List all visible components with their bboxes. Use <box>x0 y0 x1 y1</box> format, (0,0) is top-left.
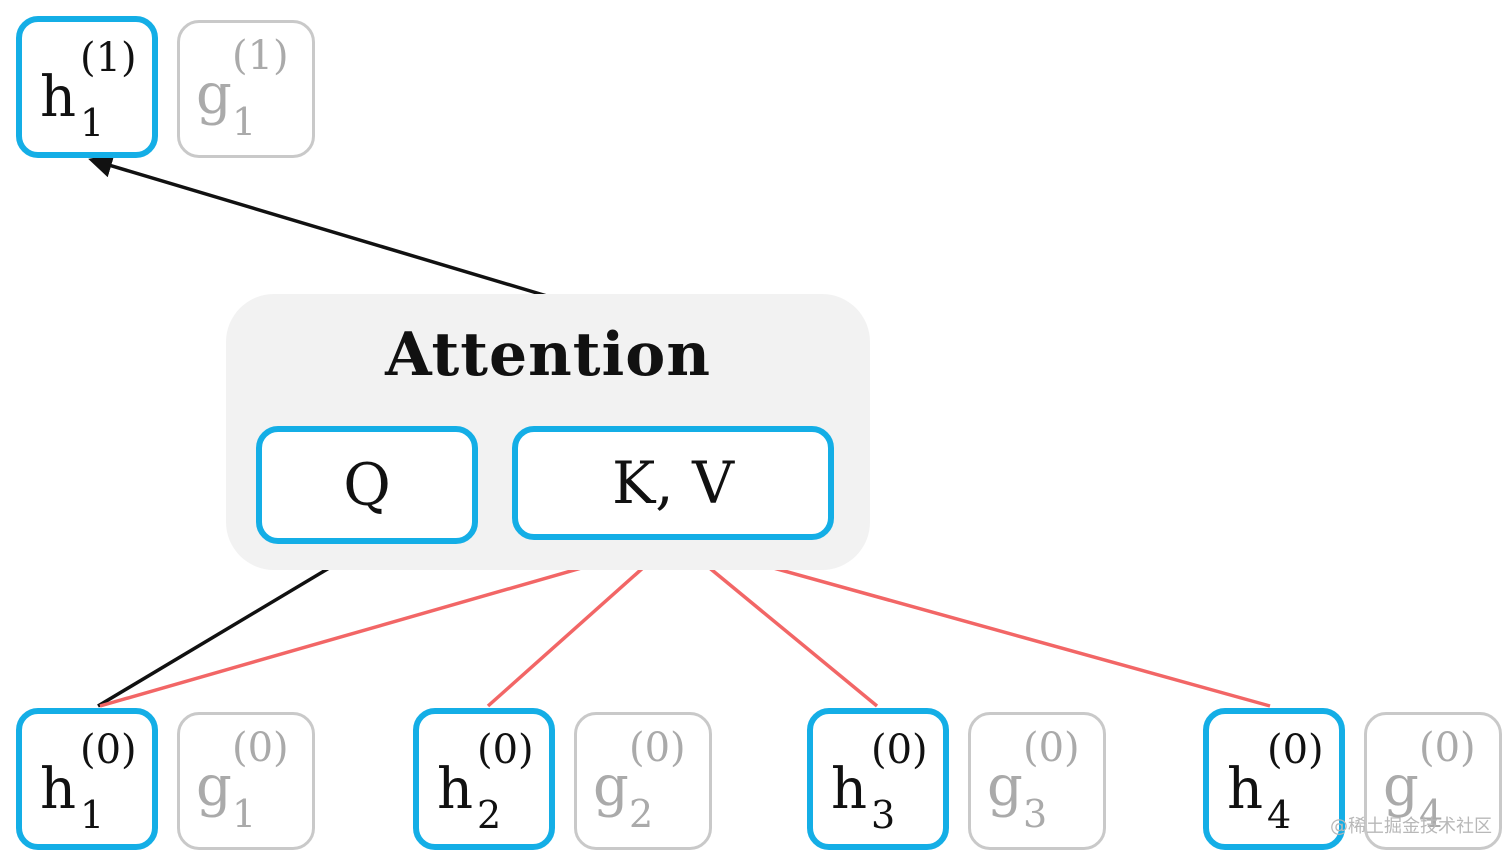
node-symbol: g <box>196 62 232 127</box>
node-superscript: (1) <box>232 33 289 79</box>
node-subscript: 2 <box>477 793 502 837</box>
node-symbol: h <box>40 65 77 130</box>
node-symbol: h <box>831 757 868 822</box>
key-value-box: K, V <box>512 426 834 540</box>
node-g2-layer0: g (0) 2 <box>574 712 712 850</box>
watermark: @稀土掘金技术社区 <box>1330 816 1492 837</box>
node-superscript: (0) <box>1267 727 1324 773</box>
query-label: Q <box>343 451 391 519</box>
node-subscript: 1 <box>232 100 257 144</box>
node-h1-layer1: h (1) 1 <box>16 16 158 158</box>
node-superscript: (0) <box>1419 725 1476 771</box>
attention-title: Attention <box>385 320 711 390</box>
node-symbol: g <box>196 754 232 819</box>
node-superscript: (0) <box>1023 725 1080 771</box>
node-subscript: 4 <box>1419 792 1444 836</box>
node-superscript: (0) <box>477 727 534 773</box>
node-superscript: (0) <box>871 727 928 773</box>
node-h2-layer0: h (0) 2 <box>413 708 555 850</box>
node-g1-layer1: g (1) 1 <box>177 20 315 158</box>
query-box: Q <box>256 426 478 544</box>
node-h3-layer0: h (0) 3 <box>807 708 949 850</box>
node-symbol: h <box>40 757 77 822</box>
node-subscript: 1 <box>80 793 105 837</box>
node-subscript: 3 <box>1023 792 1048 836</box>
node-g3-layer0: g (0) 3 <box>968 712 1106 850</box>
node-symbol: g <box>1383 754 1419 819</box>
node-superscript: (1) <box>80 35 137 81</box>
key-value-label: K, V <box>611 449 735 517</box>
node-h4-layer0: h (0) 4 <box>1203 708 1345 850</box>
node-subscript: 2 <box>629 792 654 836</box>
node-g4-layer0: g (0) 4 <box>1364 712 1502 850</box>
node-subscript: 4 <box>1267 793 1292 837</box>
node-subscript: 1 <box>232 792 257 836</box>
node-h1-layer0: h (0) 1 <box>16 708 158 850</box>
arrow-h1-0-to-q <box>97 543 370 708</box>
node-symbol: g <box>987 754 1023 819</box>
node-symbol: g <box>593 754 629 819</box>
node-subscript: 3 <box>871 793 896 837</box>
node-superscript: (0) <box>232 725 289 771</box>
node-g1-layer0: g (0) 1 <box>177 712 315 850</box>
node-superscript: (0) <box>80 727 137 773</box>
node-subscript: 1 <box>80 101 105 145</box>
arrow-attention-to-h1-1 <box>88 154 548 298</box>
node-superscript: (0) <box>629 725 686 771</box>
node-symbol: h <box>1227 757 1264 822</box>
node-symbol: h <box>437 757 474 822</box>
